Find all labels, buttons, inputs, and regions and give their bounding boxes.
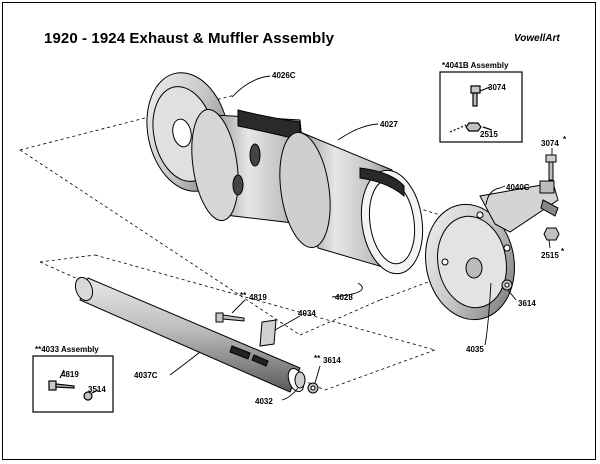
bolt-4819 [215, 312, 245, 323]
rear-plate-4040c [425, 180, 559, 321]
label-3074-mark: * [563, 135, 567, 144]
outer-shell-4028 [279, 131, 424, 275]
label-4034: 4034 [298, 309, 316, 318]
clamp-4034 [259, 319, 277, 347]
bolt-3074 [545, 154, 557, 181]
label-4819-mark: ** [240, 291, 247, 300]
caption-4033: **4033 Assembly [35, 345, 99, 354]
diagram-title: 1920 - 1924 Exhaust & Muffler Assembly [44, 30, 335, 47]
label-3074: 3074 [541, 139, 559, 148]
label-4819: 4819 [249, 293, 267, 302]
label-4037c: 4037C [134, 371, 158, 380]
label-2515: 2515 [541, 251, 559, 260]
part-3074-in-4041b: 3074 [488, 83, 506, 92]
nut-3614 [501, 279, 513, 291]
label-4032: 4032 [255, 397, 273, 406]
label-3614b-mark: ** [314, 354, 321, 363]
label-4027: 4027 [380, 120, 398, 129]
label-4026c: 4026C [272, 71, 296, 80]
artist-credit: VowellArt [514, 33, 560, 44]
label-3614: 3614 [518, 299, 536, 308]
subassembly-4033 [32, 355, 114, 413]
nut-3614-lower [307, 382, 319, 394]
part-4819-in-4033: 4819 [61, 370, 79, 379]
nut-2515 [543, 227, 560, 241]
label-3614b: 3614 [323, 356, 341, 365]
label-2515-mark: * [561, 247, 565, 256]
part-3514-in-4033: 3514 [88, 385, 106, 394]
washer-4032 [294, 371, 306, 389]
leader-lines [169, 75, 553, 401]
label-4035: 4035 [466, 345, 484, 354]
label-4040c: 4040C [506, 183, 530, 192]
subassembly-4041b [439, 71, 523, 143]
caption-4041b: *4041B Assembly [442, 61, 509, 70]
part-2515-in-4041b: 2515 [480, 130, 498, 139]
label-4028: 4028 [335, 293, 353, 302]
